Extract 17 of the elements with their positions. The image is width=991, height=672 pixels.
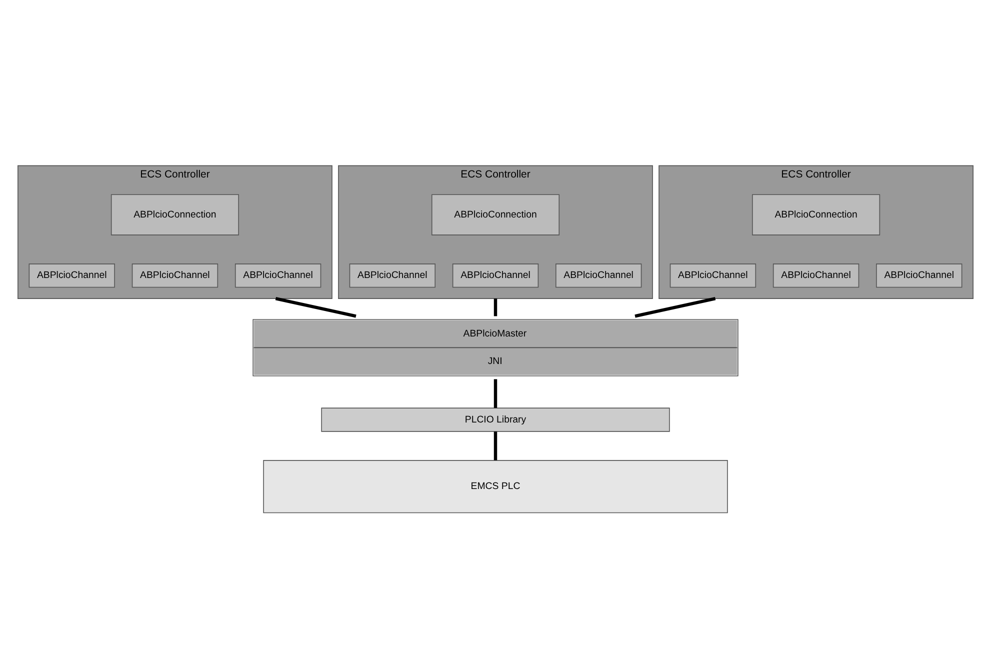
node-box: ABPlcioChannel bbox=[876, 264, 962, 288]
node-box: ABPlcioChannel bbox=[28, 264, 115, 288]
connector bbox=[494, 432, 498, 460]
node-box: ABPlcioConnection bbox=[110, 194, 239, 236]
node-box: ABPlcioChannel bbox=[452, 264, 539, 288]
node-box: ABPlcioConnection bbox=[431, 194, 560, 236]
node-box: ABPlcioChannel bbox=[670, 264, 756, 288]
node-box: ABPlcioChannel bbox=[556, 264, 642, 288]
node-box: ABPlcioChannel bbox=[132, 264, 218, 288]
node-box: EMCS PLC bbox=[263, 460, 728, 514]
connector bbox=[494, 379, 498, 408]
node-box: PLCIO Library bbox=[321, 408, 670, 432]
connector bbox=[494, 298, 498, 316]
node-box: ABPlcioChannel bbox=[234, 264, 322, 288]
node-box: ABPlcioChannel bbox=[349, 264, 436, 288]
node-box: ABPlcioChannel bbox=[772, 264, 860, 288]
node-box: ABPlcioConnection bbox=[752, 194, 880, 236]
